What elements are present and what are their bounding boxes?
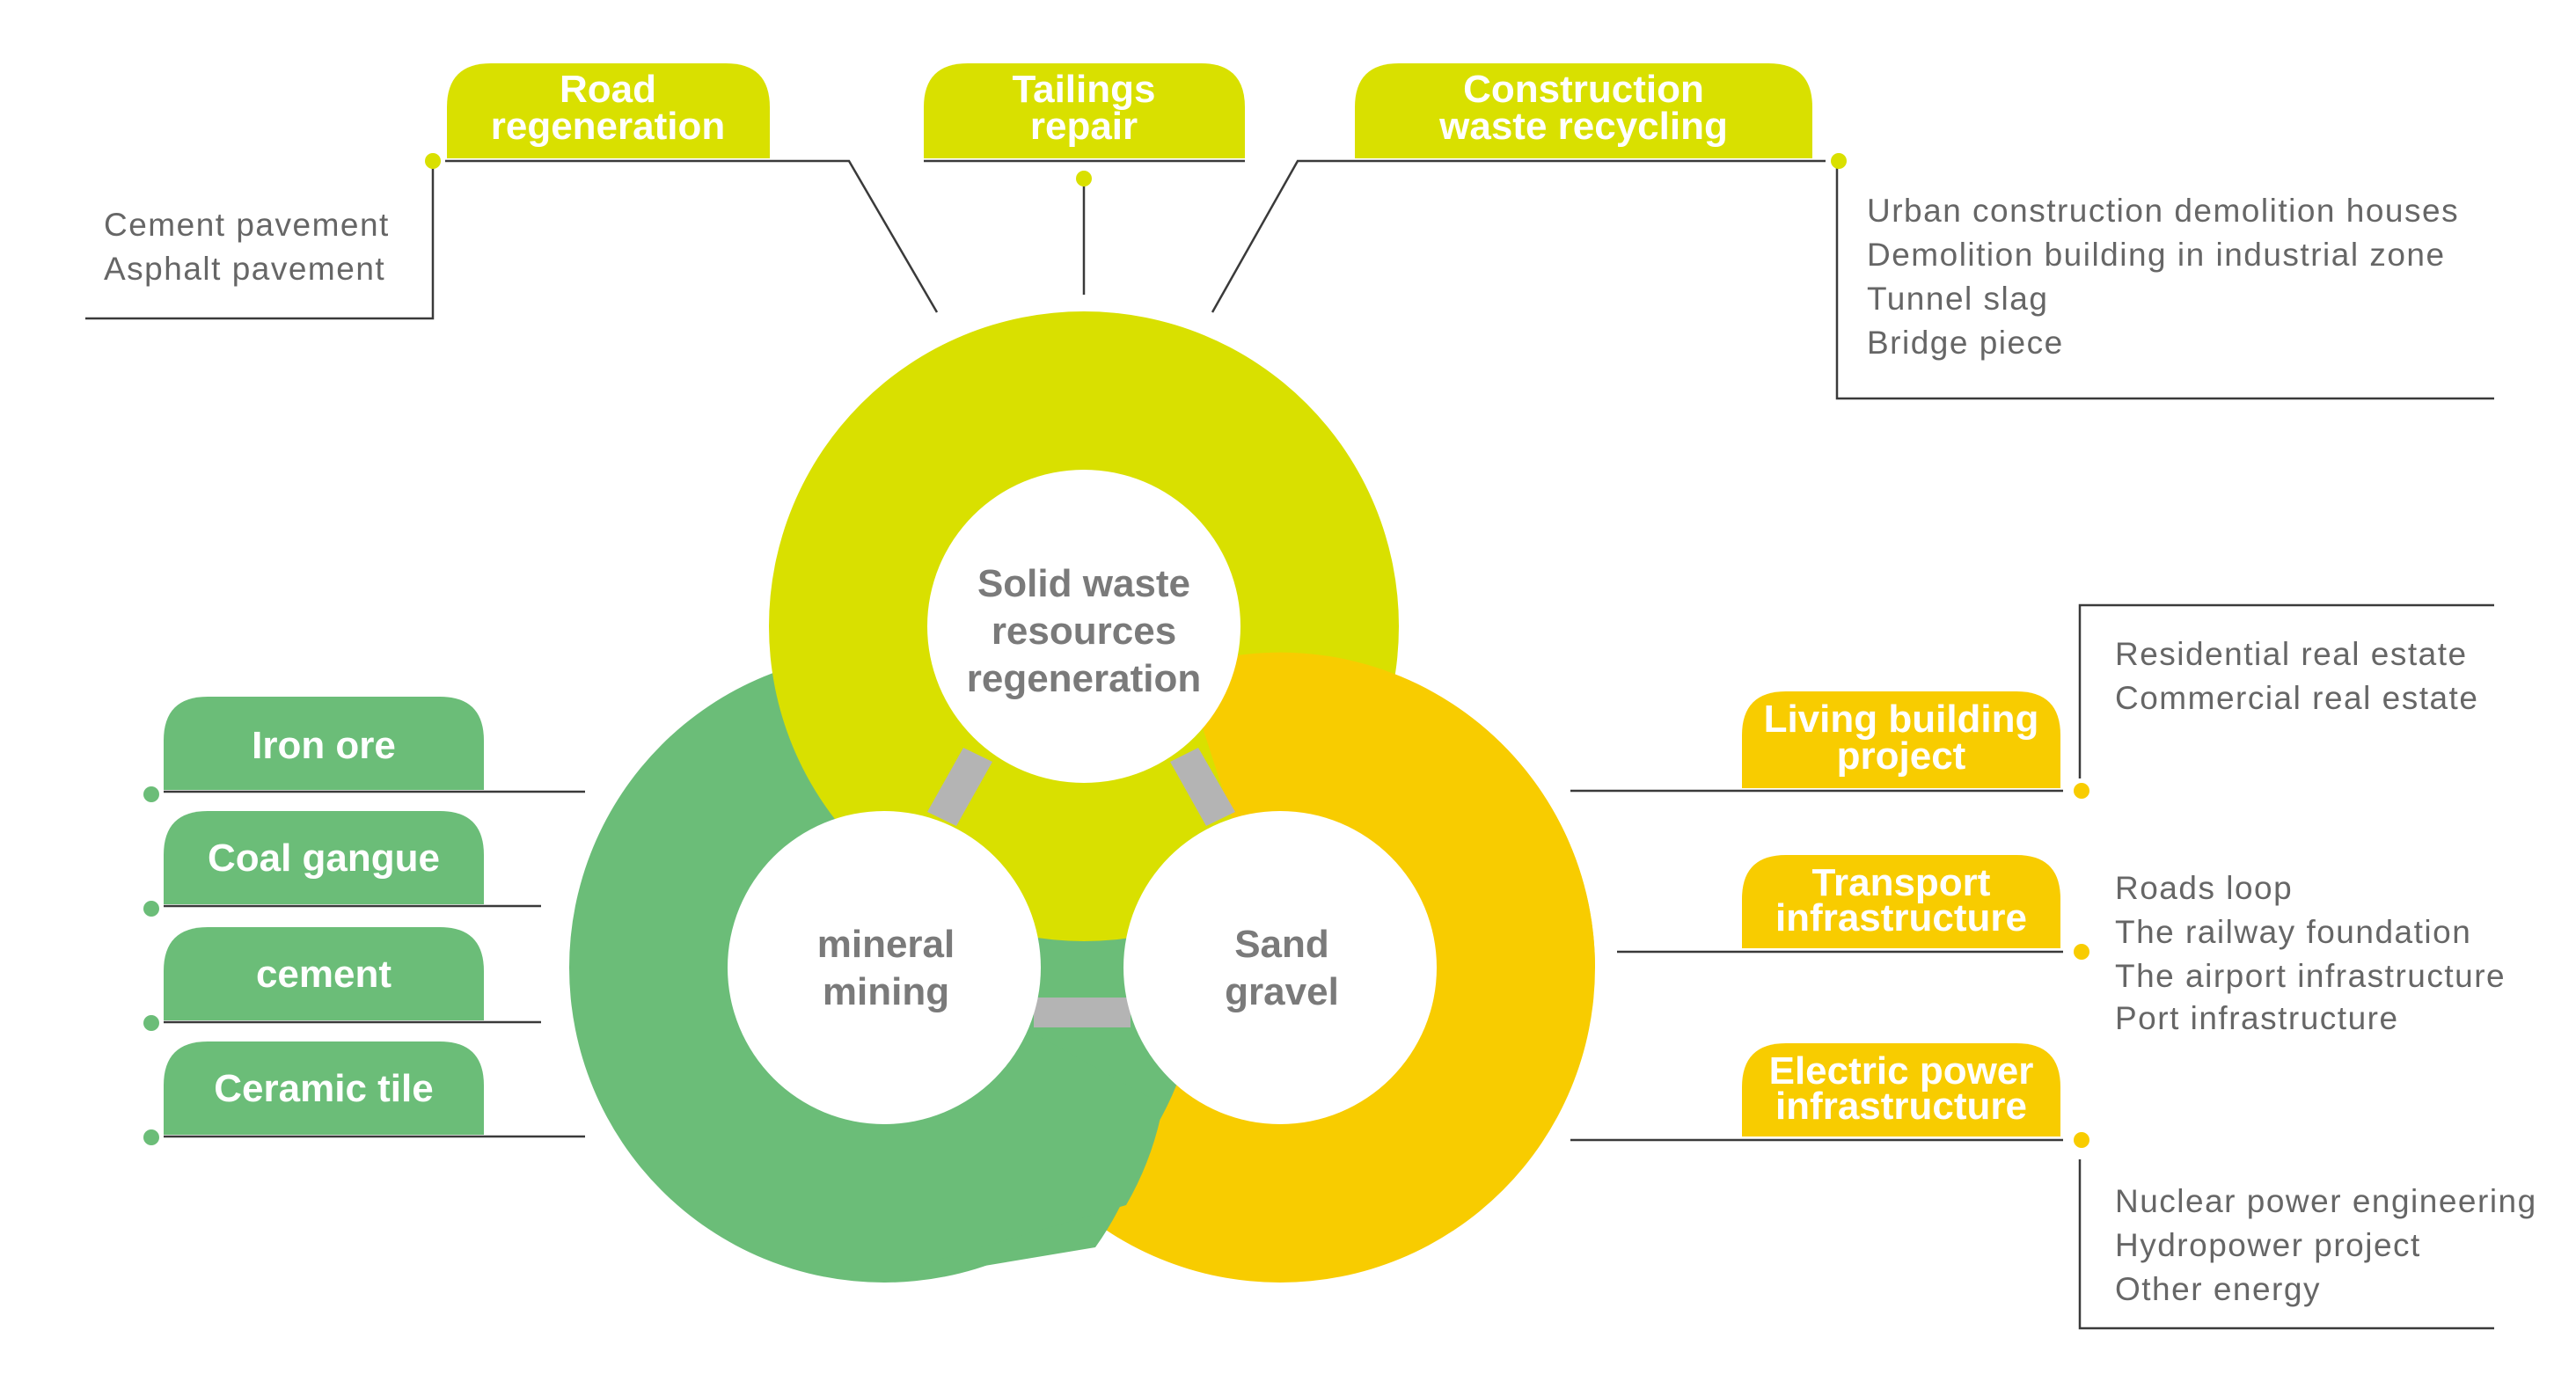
top-tabs: Road regeneration Tailings repair Constr… [447,63,1812,158]
detail-construction-2: Demolition building in industrial zone [1867,237,2446,273]
tab-coal-gangue-label: Coal gangue [208,837,440,880]
tab-construction-label-1: Construction [1463,68,1704,111]
tab-living-building [1742,691,2060,788]
hub-sand-label-2: gravel [1225,970,1339,1013]
hub-solid-waste-label-1: Solid waste [977,562,1190,605]
tab-tailings-label-2: repair [1030,105,1138,148]
hub-sand-gravel [1123,811,1437,1124]
hub-solid-waste-label-2: resources [992,610,1176,653]
tab-electric-label-2: infrastructure [1775,1085,2027,1128]
tab-iron-ore [164,697,484,790]
detail-electric-2: Hydropower project [2115,1227,2421,1263]
tab-construction-label-2: waste recycling [1438,105,1728,148]
coal-gangue-dot [143,901,159,917]
hub-mineral-mining [728,811,1041,1124]
construction-connector [1211,159,1826,313]
detail-construction-1: Urban construction demolition houses [1867,193,2459,229]
detail-transport-3: The airport infrastructure [2115,958,2506,994]
tab-cement-label: cement [256,953,392,996]
road-details-bracket [85,161,435,320]
detail-road-1: Cement pavement [104,207,390,243]
tab-coal-gangue [164,811,484,904]
tab-electric-power [1742,1043,2060,1136]
tab-cement [164,927,484,1020]
electric-details: Nuclear power engineering Hydropower pro… [2115,1183,2537,1307]
detail-construction-3: Tunnel slag [1867,281,2048,317]
hub-solid-waste [927,470,1240,783]
detail-electric-3: Other energy [2115,1271,2321,1307]
tab-road-label-1: Road [560,68,656,111]
tailings-dot [1076,171,1092,186]
living-details-bracket [2078,603,2494,778]
tab-iron-ore-label: Iron ore [252,724,396,767]
hub-mineral-label-1: mineral [817,923,955,966]
tab-transport-label-1: Transport [1812,861,1991,904]
living-dot [2074,783,2089,799]
detail-construction-4: Bridge piece [1867,325,2064,361]
hub-solid-waste-label-3: regeneration [967,657,1202,700]
tab-road-label-2: regeneration [491,105,726,148]
tab-tailings-repair [924,63,1245,158]
iron-ore-dot [143,786,159,802]
road-details: Cement pavement Asphalt pavement [104,207,390,287]
hub-sand-label-1: Sand [1234,923,1329,966]
electric-dot [2074,1132,2089,1148]
connector-bottom [1034,998,1131,1027]
tab-construction-waste [1355,63,1812,158]
road-dot [425,153,441,169]
living-details: Residential real estate Commercial real … [2115,636,2478,716]
ceramic-tile-dot [143,1129,159,1145]
left-tabs: Iron ore Coal gangue cement Ceramic tile [143,697,585,1145]
tab-tailings-label-1: Tailings [1013,68,1156,111]
transport-details: Roads loop The railway foundation The ai… [2115,870,2506,1036]
tab-transport-label-2: infrastructure [1775,896,2027,939]
transport-dot [2074,944,2089,960]
detail-living-1: Residential real estate [2115,636,2468,672]
rings [569,311,1596,1283]
detail-road-2: Asphalt pavement [104,251,385,287]
construction-dot [1831,153,1847,169]
detail-living-2: Commercial real estate [2115,680,2478,716]
detail-transport-4: Port infrastructure [2115,1000,2399,1036]
detail-transport-2: The railway foundation [2115,914,2471,950]
cement-dot [143,1015,159,1031]
right-tabs: Living building project Transport infras… [1570,603,2494,1330]
tab-living-label-2: project [1837,735,1966,778]
tab-electric-label-1: Electric power [1769,1049,2034,1093]
connector-left [927,748,992,826]
hub-mineral-label-2: mining [823,970,949,1013]
detail-electric-1: Nuclear power engineering [2115,1183,2537,1219]
electric-details-bracket [2078,1159,2494,1330]
tab-road-regeneration [447,63,770,158]
top-connectors [85,153,2494,400]
detail-transport-1: Roads loop [2115,870,2293,906]
tab-ceramic-tile [164,1041,484,1135]
connector-right [1170,748,1235,826]
construction-details-bracket [1835,161,2494,400]
road-connector [445,159,939,313]
construction-details: Urban construction demolition houses Dem… [1867,193,2459,361]
tab-ceramic-tile-label: Ceramic tile [214,1067,433,1110]
tab-living-label-1: Living building [1764,698,2039,741]
tab-transport [1742,855,2060,948]
